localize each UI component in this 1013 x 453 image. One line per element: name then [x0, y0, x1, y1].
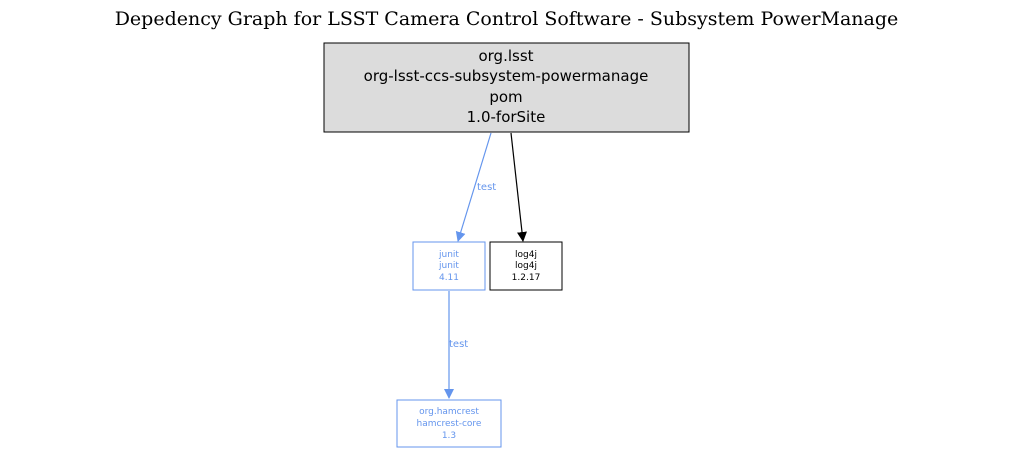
node-log4j-group: log4j [515, 250, 537, 260]
node-root-artifact: org-lsst-ccs-subsystem-powermanage [364, 67, 649, 85]
node-hamcrest-artifact: hamcrest-core [417, 419, 482, 429]
node-root[interactable]: org.lsst org-lsst-ccs-subsystem-powerman… [323, 42, 690, 133]
edge-root-junit: test [455, 132, 496, 242]
edge-label-test: test [477, 182, 496, 193]
node-junit[interactable]: junit junit 4.11 [412, 241, 486, 291]
edge-junit-hamcrest: test [444, 291, 468, 399]
node-log4j[interactable]: log4j log4j 1.2.17 [489, 241, 563, 291]
node-junit-group: junit [438, 250, 459, 260]
node-hamcrest-version: 1.3 [442, 431, 456, 441]
node-junit-artifact: junit [438, 261, 459, 271]
node-log4j-artifact: log4j [515, 261, 537, 271]
edge-root-log4j [510, 132, 527, 242]
graph-title: Depedency Graph for LSST Camera Control … [114, 8, 899, 30]
node-hamcrest-group: org.hamcrest [419, 407, 479, 417]
node-log4j-version: 1.2.17 [512, 273, 541, 283]
node-hamcrest[interactable]: org.hamcrest hamcrest-core 1.3 [396, 399, 502, 448]
node-root-group: org.lsst [478, 47, 533, 65]
node-root-version: 1.0-forSite [467, 108, 546, 126]
node-junit-version: 4.11 [439, 273, 459, 283]
node-root-type: pom [489, 88, 522, 106]
edge-label-test: test [449, 339, 468, 350]
